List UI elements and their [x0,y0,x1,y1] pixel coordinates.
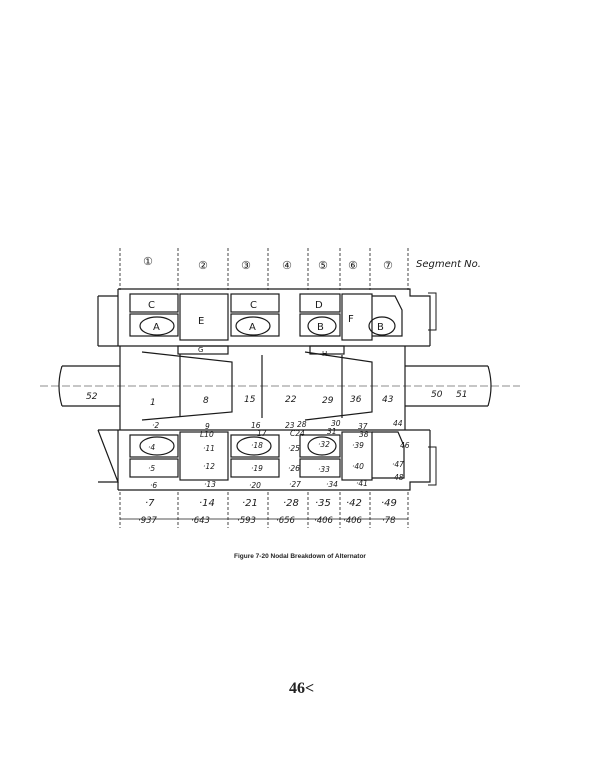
marker-G: G [198,346,203,354]
shaft-node-52: 52 [86,392,98,402]
node-37: 37 [358,422,368,431]
region-B2 [368,316,396,336]
segment-labels: ① ② ③ ④ ⑤ ⑥ ⑦ Segment No. [143,255,481,272]
node-46: 46 [400,441,410,450]
node-9: 9 [205,422,210,431]
shaft-node-8: 8 [203,396,209,406]
bottom-node-35: ·35 [315,498,331,509]
shaft-node-1: 1 [150,398,156,408]
node-26: ·26 [288,464,300,473]
node-6: ·6 [150,481,157,490]
segment-4: ④ [282,259,292,272]
region-label-B1: B [317,322,324,333]
page-number: 46< [289,680,315,697]
node-41: ·41 [356,479,368,488]
segment-3: ③ [241,259,251,272]
dim-643: ·643 [191,516,210,526]
shaft-node-50: 50 [431,390,443,400]
node-17: 17 [257,429,267,438]
dim-406b: ·406 [343,516,363,526]
region-label-D: D [315,300,323,311]
segment-6: ⑥ [348,259,358,272]
bottom-node-7: ·7 [145,498,155,509]
dim-937: ·937 [138,516,158,526]
segment-1: ① [143,255,153,268]
region-F [341,293,373,341]
bottom-node-42: ·42 [346,498,362,509]
pole-left [141,351,233,421]
shaft-node-51: 51 [456,390,467,400]
node-24: C24 [290,429,305,438]
node-20: ·20 [249,481,261,490]
node-48: 48 [394,473,404,482]
dim-78: ·78 [382,516,396,526]
shaft-node-15: 15 [244,395,256,405]
region-label-C1: C [148,300,155,311]
shaft-node-29: 29 [322,396,334,406]
node-13: ·13 [204,480,216,489]
marker-H: H [322,350,327,358]
segment-5: ⑤ [318,259,328,272]
bottom-node-21: ·21 [242,498,258,509]
node-18: ·18 [251,441,263,450]
shaft-node-43: 43 [382,395,394,405]
shaft-node-22: 22 [285,395,297,405]
segment-dividers [119,248,409,290]
pole-right [304,351,373,421]
shaft-node-36: 36 [350,395,362,405]
bottom-node-49: ·49 [381,498,397,509]
node-25: ·25 [288,444,300,453]
region-label-F: F [348,314,354,325]
node-39: ·39 [352,441,364,450]
shaft [62,365,488,407]
region-C1 [129,293,179,313]
node-23: 23 [285,421,295,430]
node-28-upper: 28 [297,420,307,429]
region-label-A1: A [153,322,160,333]
region-label-E: E [198,316,204,327]
node-27: ·27 [289,480,301,489]
node-40: ·40 [352,462,364,471]
dim-593: ·593 [237,516,256,526]
node-44: 44 [393,419,403,428]
node-31: 31 [327,427,337,436]
node-16: 16 [251,421,261,430]
node-10: L10 [200,430,214,439]
region-label-B2: B [377,322,384,333]
region-A1 [139,316,175,336]
node-30: 30 [331,419,341,428]
bottom-node-14: ·14 [199,498,215,509]
housing-outline [97,288,431,346]
node-2: ·2 [152,421,159,430]
segment-header: Segment No. [416,259,481,270]
region-E [179,293,229,341]
node-12: ·12 [203,462,215,471]
segment-2: ② [198,259,208,272]
node-11: ·11 [203,444,215,453]
figure-caption: Figure 7-20 Nodal Breakdown of Alternato… [234,553,366,560]
node-47: ·47 [392,460,404,469]
node-38: 38 [359,430,369,439]
region-label-C2: C [250,300,257,311]
node-4: ·4 [148,443,155,452]
region-label-A2: A [249,322,256,333]
bottom-node-28: ·28 [283,498,299,509]
region-B1 [307,316,337,336]
node-32: ·32 [318,440,330,449]
segment-7: ⑦ [383,259,393,272]
dim-656: ·656 [276,516,296,526]
dim-406a: ·406 [314,516,334,526]
node-5: ·5 [148,464,155,473]
node-19: ·19 [251,464,263,473]
region-A2 [235,316,271,336]
node-34: ·34 [326,480,338,489]
node-33: ·33 [318,465,330,474]
